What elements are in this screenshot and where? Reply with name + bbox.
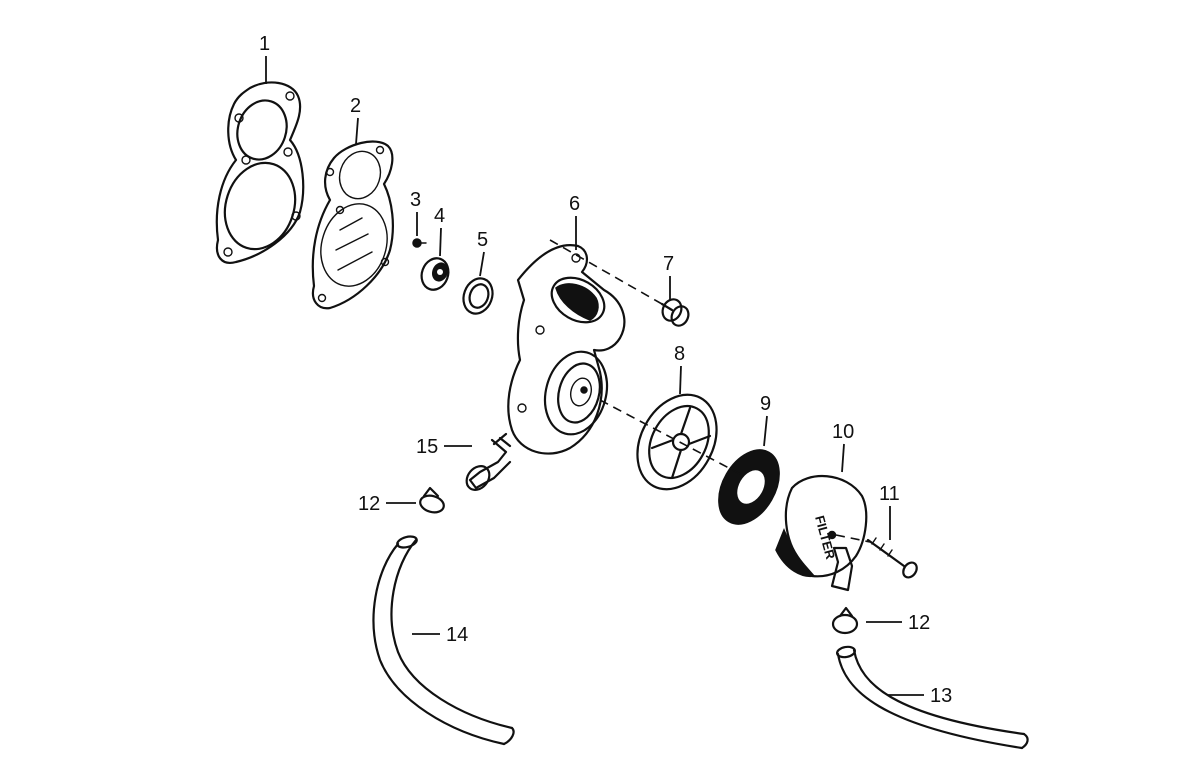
part-10-filter-cover: FILTER <box>775 475 868 592</box>
leader-5 <box>479 251 485 277</box>
part-8-diaphragm-disk <box>636 393 718 491</box>
alignment-line-body-disk <box>599 399 745 477</box>
part-12-clamp-right <box>831 606 859 635</box>
part-15-hose-fitting <box>465 432 512 491</box>
alignment-line-body-plug <box>549 239 663 305</box>
callout-5: 5 <box>477 229 488 251</box>
part-12-clamp-left <box>419 486 445 514</box>
leader-9 <box>763 415 768 447</box>
leader-8 <box>679 365 682 395</box>
leader-10 <box>841 443 845 473</box>
callout-11: 11 <box>879 483 900 505</box>
leader-4 <box>439 227 442 257</box>
callout-1: 1 <box>259 33 270 55</box>
callout-14: 14 <box>446 624 468 646</box>
part-5-o-ring <box>462 277 494 315</box>
callout-7: 7 <box>663 253 674 275</box>
part-1-gasket <box>215 81 305 264</box>
part-3-screw <box>412 238 427 248</box>
part-13-hose-short <box>835 645 1029 750</box>
part-11-screw <box>866 537 918 579</box>
callout-13: 13 <box>930 685 952 707</box>
part-6-pump-body <box>507 244 626 455</box>
callout-8: 8 <box>674 343 685 365</box>
part-9-seal-washer <box>718 449 780 525</box>
callout-15: 15 <box>416 436 438 458</box>
callout-6: 6 <box>569 193 580 215</box>
callout-10: 10 <box>832 421 854 443</box>
callout-4: 4 <box>434 205 445 227</box>
part-2-diaphragm <box>311 140 394 310</box>
part-4-check-valve <box>420 257 450 291</box>
callout-2: 2 <box>350 95 361 117</box>
part-14-hose-long <box>372 535 515 746</box>
callout-3: 3 <box>410 189 421 211</box>
callout-12-right: 12 <box>908 612 930 634</box>
leader-2 <box>355 117 359 145</box>
callout-9: 9 <box>760 393 771 415</box>
part-7-plug <box>660 298 690 327</box>
callout-12-left: 12 <box>358 493 380 515</box>
alignment-line-filter-screw <box>835 534 871 543</box>
